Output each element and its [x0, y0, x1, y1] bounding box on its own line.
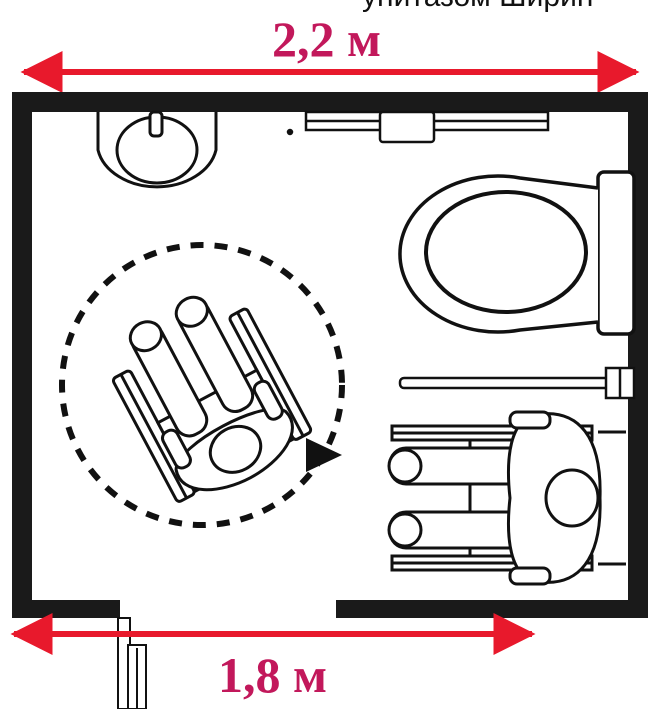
top-cropped-text: унитазом Ширин: [362, 0, 593, 12]
wall-bottom-left: [12, 600, 120, 618]
wall-left: [12, 92, 32, 618]
wall-top: [12, 92, 642, 112]
door-side-dimension-label: 1,8 м: [218, 647, 328, 703]
grab-bar-icon: [398, 366, 636, 400]
wheelchair-user-icon-rotated: [111, 295, 313, 503]
width-dimension-label: 2,2 м: [272, 11, 382, 67]
wall-fixture: [286, 110, 550, 144]
turning-circle-icon: [59, 242, 345, 528]
play-triangle-icon: [306, 438, 342, 472]
wheelchair-user-icon: [387, 410, 626, 586]
sink-icon: [96, 110, 218, 189]
wall-bottom-right: [336, 600, 648, 618]
toilet-icon: [398, 170, 636, 336]
